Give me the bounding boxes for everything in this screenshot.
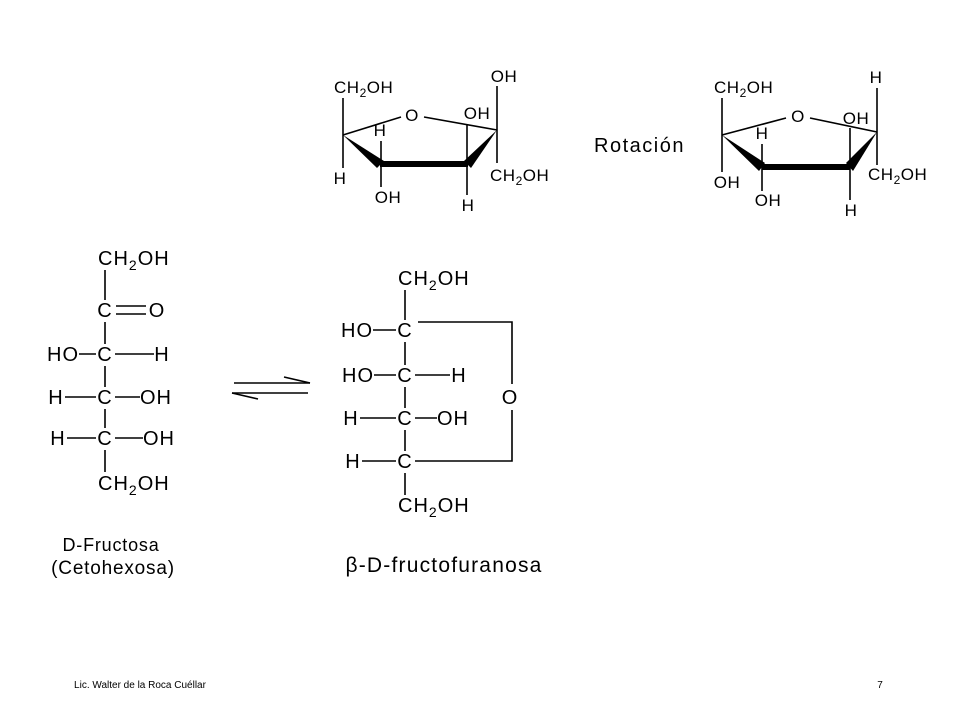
label-left-down: OH: [714, 173, 741, 192]
label-right-down-ch2oh: CH2OH: [868, 165, 927, 187]
caption-d-fructosa: D-Fructosa: [62, 535, 159, 555]
caption-beta-d-fructofuranosa: β-D-fructofuranosa: [345, 554, 542, 577]
label-right-down-ch2oh: CH2OH: [490, 166, 549, 188]
bond-ring-left-wedge: [722, 135, 765, 171]
fischer-cyclic-structure: CH2OH HO C HO C H O H C OH H C CH2OH β-D…: [341, 268, 542, 577]
label-c2-oxygen: O: [149, 300, 166, 322]
label-c2-left: HO: [341, 320, 373, 342]
arrow-reverse-barb: [231, 392, 259, 400]
label-c6-ch2oh: CH2OH: [398, 495, 470, 520]
fischer-open-chain-structure: CH2OH C O HO C H H C OH H C OH CH2OH D-F…: [47, 248, 175, 579]
label-front-left-down: OH: [755, 191, 782, 210]
label-ring-oxygen: O: [405, 106, 419, 125]
bond-ring-c2-to-oxygen: [418, 321, 513, 384]
bond-ring-left-to-oxygen: [342, 116, 402, 136]
rotation-label: Rotación: [594, 135, 685, 157]
label-left-down: H: [334, 169, 347, 188]
bond-ring-left-wedge: [343, 135, 384, 168]
label-c4-right: OH: [437, 408, 469, 430]
label-front-right-up: OH: [843, 109, 870, 128]
label-c5-hydroxyl-highlighted: OH: [143, 428, 175, 450]
label-c1-ch2oh: CH2OH: [398, 268, 470, 293]
bond-ring-right-wedge: [846, 132, 877, 171]
equilibrium-arrows-icon: [231, 376, 311, 400]
bond-ring-oxygen-to-c5: [415, 410, 513, 462]
caption-cetohexosa: (Cetohexosa): [51, 558, 175, 579]
label-c3-left: HO: [342, 365, 374, 387]
label-front-left-down: OH: [375, 188, 402, 207]
label-c3-left: HO: [47, 344, 79, 366]
label-c4-left: H: [343, 408, 358, 430]
haworth-left-structure: CH2OH O H OH OH H OH CH2OH H: [334, 67, 549, 215]
label-c3-carbon: C: [397, 365, 412, 387]
label-c3-carbon: C: [97, 344, 112, 366]
bond-ring-left-to-oxygen: [721, 117, 787, 136]
label-right-up: H: [870, 68, 883, 87]
label-c1-ch2oh: CH2OH: [98, 248, 170, 273]
label-right-up: OH: [491, 67, 518, 86]
label-front-left-up: H: [756, 124, 769, 143]
label-c5-carbon: C: [397, 451, 412, 473]
label-front-right-down: H: [462, 196, 475, 215]
footer-author: Lic. Walter de la Roca Cuéllar: [74, 680, 207, 691]
bond-ring-right-wedge: [464, 130, 497, 168]
label-c5-left: H: [50, 428, 65, 450]
label-front-right-up: OH: [464, 104, 491, 123]
arrow-forward-barb: [283, 376, 311, 384]
label-left-up-ch2oh: CH2OH: [714, 78, 773, 100]
label-c3-right: H: [154, 344, 169, 366]
label-c4-carbon: C: [97, 387, 112, 409]
label-c2-carbon: C: [397, 320, 412, 342]
label-c4-right: OH: [140, 387, 172, 409]
label-c2-carbon: C: [97, 300, 112, 322]
label-c4-carbon: C: [397, 408, 412, 430]
label-c3-right: H: [451, 365, 466, 387]
label-front-left-up: H: [374, 121, 387, 140]
label-ring-oxygen: O: [791, 107, 805, 126]
bond-ring-oxygen-to-right: [809, 117, 878, 133]
label-front-right-down: H: [845, 201, 858, 220]
label-c4-left: H: [48, 387, 63, 409]
bond-ring-oxygen-to-right: [423, 116, 498, 131]
label-c5-left: H: [345, 451, 360, 473]
footer-page-number: 7: [877, 680, 883, 691]
label-c5-carbon: C: [97, 428, 112, 450]
label-ring-oxygen: O: [502, 387, 519, 409]
label-c6-ch2oh: CH2OH: [98, 473, 170, 498]
label-left-up-ch2oh: CH2OH: [334, 78, 393, 100]
haworth-right-structure: CH2OH O H OH H OH OH CH2OH H: [714, 68, 927, 220]
